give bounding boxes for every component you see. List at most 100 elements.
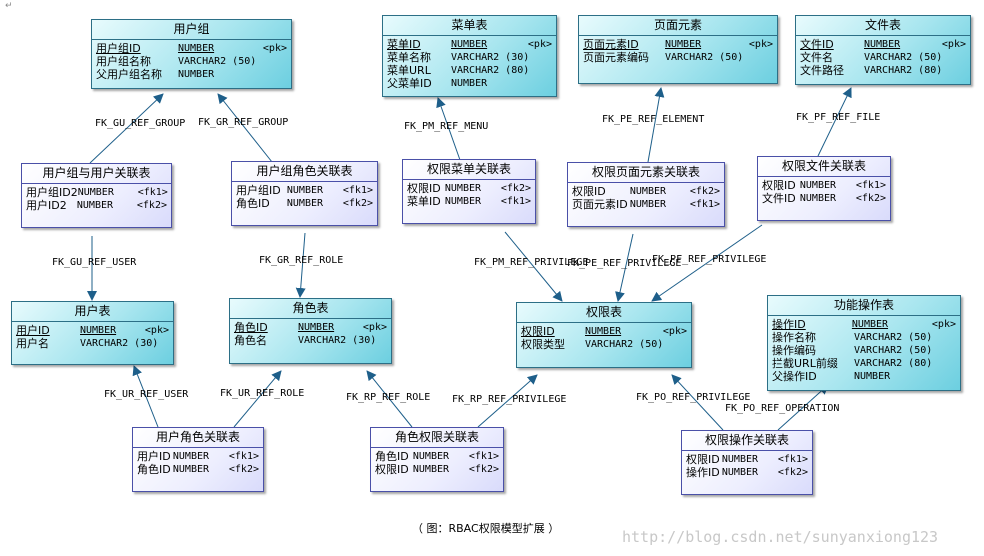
figure-caption: （ 图：RBAC权限模型扩展 ） xyxy=(412,522,560,535)
column-name: 文件ID xyxy=(762,192,796,205)
column-key: <pk> xyxy=(262,43,287,54)
column-key: <fk1> xyxy=(500,196,531,207)
column-name: 操作ID xyxy=(772,318,806,331)
column-key: <fk1> xyxy=(777,454,808,465)
column-key: <pk> xyxy=(362,322,387,333)
column-type: VARCHAR2 (50) xyxy=(178,56,257,67)
column-key: <pk> xyxy=(144,325,169,336)
column-name: 菜单URL xyxy=(387,64,431,77)
entity-title: 权限操作关联表 xyxy=(682,431,812,451)
column-key: <fk2> xyxy=(500,183,531,194)
label-fk-pm-ref-menu: FK_PM_REF_MENU xyxy=(404,121,489,132)
link-gr-ref-role xyxy=(295,232,306,298)
column-type: VARCHAR2 (30) xyxy=(80,338,159,349)
column-name: 权限ID xyxy=(521,325,555,338)
column-name: 用户组ID xyxy=(236,184,281,197)
column-key: <fk2> xyxy=(855,193,886,204)
column-name: 文件路径 xyxy=(800,64,844,77)
entity-title: 功能操作表 xyxy=(768,296,960,316)
entity-title: 用户组角色关联表 xyxy=(232,162,377,182)
entity-title: 用户组 xyxy=(92,20,291,40)
label-fk-rp-ref-role: FK_RP_REF_ROLE xyxy=(346,392,431,403)
label-fk-pf-ref-privilege: FK_PF_REF_PRIVILEGE xyxy=(652,254,767,265)
column-name: 权限ID xyxy=(686,453,720,466)
column-type: NUMBER xyxy=(412,451,450,462)
column-type: NUMBER xyxy=(629,199,667,210)
entity-title: 页面元素 xyxy=(579,16,777,36)
column-type: NUMBER xyxy=(585,326,622,337)
column-type: NUMBER xyxy=(76,200,114,211)
label-fk-po-ref-operation: FK_PO_REF_OPERATION xyxy=(725,403,840,414)
column-type: VARCHAR2 (50) xyxy=(665,52,744,63)
column-type: NUMBER xyxy=(799,180,837,191)
column-key: <fk1> xyxy=(342,185,373,196)
column-name: 页面元素ID xyxy=(572,198,628,211)
column-name: 父用户组名称 xyxy=(96,68,162,81)
column-name: 菜单ID xyxy=(387,38,421,51)
column-name: 操作名称 xyxy=(772,331,816,344)
column-key: <pk> xyxy=(527,39,552,50)
column-name: 用户ID xyxy=(137,450,171,463)
link-rp-ref-role xyxy=(366,370,413,428)
column-name: 页面元素编码 xyxy=(583,51,649,64)
column-key: <fk2> xyxy=(777,467,808,478)
entity-title: 权限文件关联表 xyxy=(758,157,890,177)
column-key: <pk> xyxy=(931,319,956,330)
column-name: 父操作ID xyxy=(772,370,817,383)
link-pe-ref-privilege xyxy=(615,233,634,302)
link-rp-ref-privilege xyxy=(477,374,538,428)
entity-title: 用户表 xyxy=(12,302,173,322)
column-row: 用户名 VARCHAR2 (30) xyxy=(16,337,169,350)
column-name: 角色名 xyxy=(234,334,267,347)
column-key: <fk1> xyxy=(855,180,886,191)
column-name: 用户ID2 xyxy=(26,199,67,212)
column-name: 拦截URL前缀 xyxy=(772,357,838,370)
link-gu-ref-group xyxy=(89,93,164,164)
column-key: <fk2> xyxy=(228,464,259,475)
paragraph-mark: ↵ xyxy=(5,1,13,11)
column-key: <fk1> xyxy=(689,199,720,210)
column-name: 父菜单ID xyxy=(387,77,432,90)
column-name: 权限ID xyxy=(762,179,796,192)
entity-title: 权限表 xyxy=(517,303,691,323)
column-type: VARCHAR2 (50) xyxy=(854,332,933,343)
column-type: NUMBER xyxy=(665,39,702,50)
entity-title: 菜单表 xyxy=(383,16,556,36)
link-pm-ref-menu xyxy=(436,97,461,161)
column-name: 菜单名称 xyxy=(387,51,431,64)
entity-title: 权限菜单关联表 xyxy=(403,160,535,180)
column-name: 用户名 xyxy=(16,337,49,350)
